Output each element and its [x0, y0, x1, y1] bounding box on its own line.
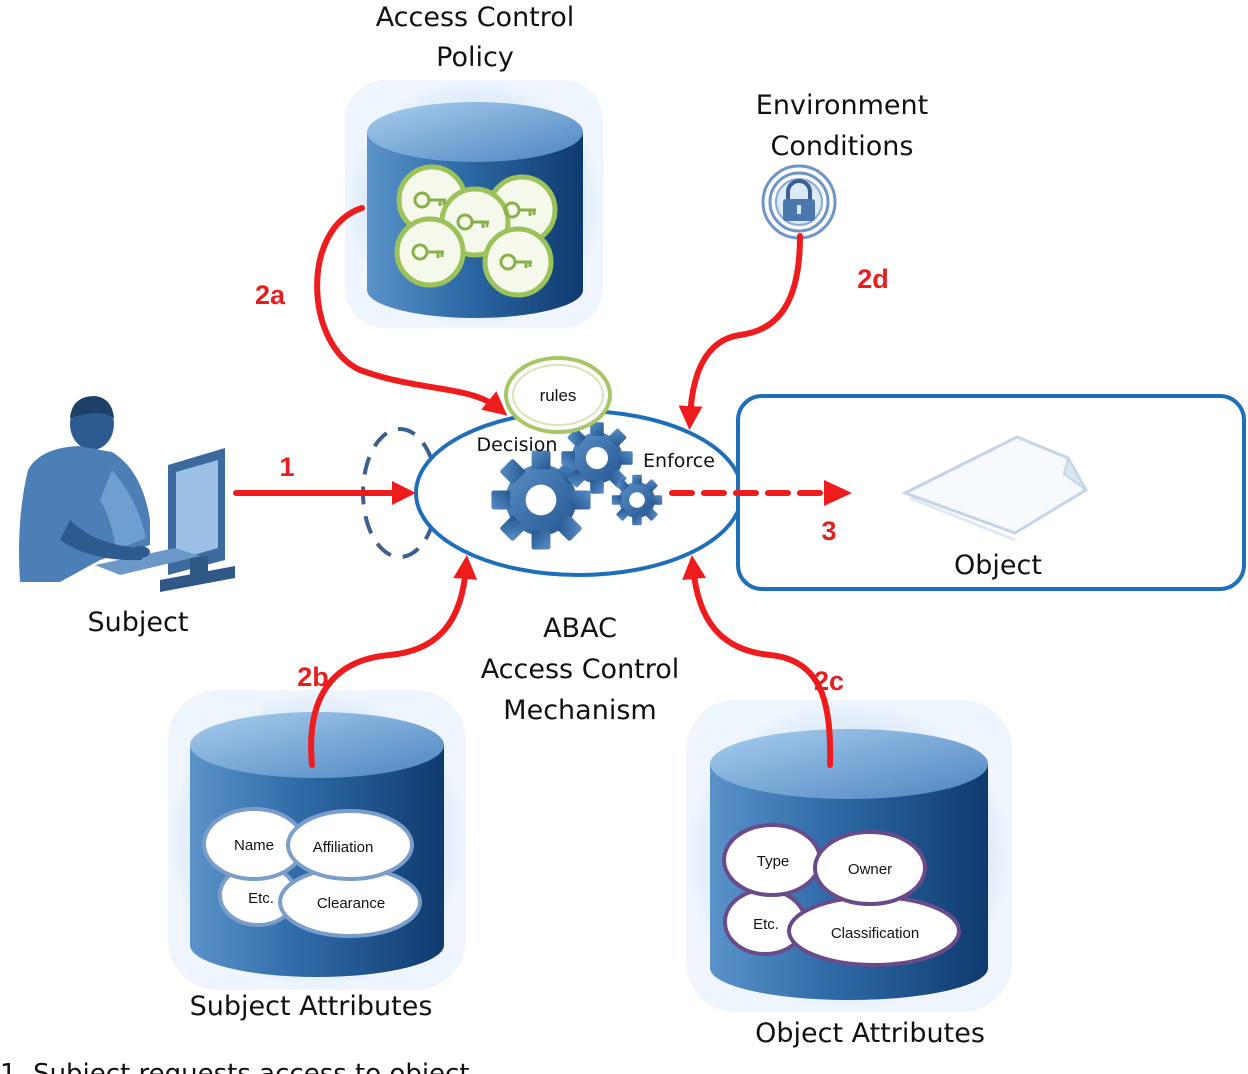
env-label-line1: Environment	[756, 90, 928, 121]
object-attr-type: Type	[757, 853, 790, 870]
step-3-label: 3	[821, 516, 836, 546]
step-2c-label: 2c	[814, 666, 844, 696]
arrow-step-2c	[682, 555, 834, 768]
mechanism-label-line3: Mechanism	[503, 695, 656, 726]
subject-attr-name: Name	[234, 837, 274, 854]
arrow-step-2d	[678, 233, 803, 430]
object-attr-classification: Classification	[831, 925, 919, 942]
policy-database	[345, 80, 603, 328]
document-icon	[901, 435, 1089, 542]
subject-attributes-label: Subject Attributes	[190, 991, 433, 1022]
env-label-line2: Conditions	[771, 131, 914, 162]
mechanism-label-line2: Access Control	[481, 654, 680, 685]
subject-attributes-database	[168, 690, 466, 990]
step-2a-label: 2a	[255, 280, 286, 310]
policy-label-line2: Policy	[436, 42, 514, 73]
enforce-label: Enforce	[643, 450, 715, 472]
object-attr-etc: Etc.	[753, 916, 779, 933]
object-label: Object	[954, 550, 1042, 581]
subject-label: Subject	[88, 607, 189, 638]
arrow-step-2b	[308, 555, 478, 768]
step-2d-label: 2d	[857, 264, 889, 294]
subject-attr-affiliation: Affiliation	[313, 839, 374, 856]
object-attributes-label: Object Attributes	[755, 1018, 985, 1049]
policy-label-line1: Access Control	[376, 2, 575, 33]
subject-attr-clearance: Clearance	[317, 895, 385, 912]
rules-database-icon	[394, 164, 558, 298]
object-attr-owner: Owner	[848, 861, 892, 878]
rules-label: rules	[540, 386, 577, 405]
step-2b-label: 2b	[297, 662, 329, 692]
object-attributes-database	[686, 700, 1012, 1012]
subject-attr-etc: Etc.	[248, 890, 274, 907]
person-at-computer-icon	[19, 396, 235, 592]
arrow-step-2a	[314, 205, 508, 416]
padlock-icon	[761, 164, 837, 240]
mechanism-label-line1: ABAC	[543, 613, 617, 644]
footer-caption: 1. Subject requests access to object	[0, 1059, 470, 1074]
arrow-step-3-head	[824, 480, 852, 506]
step-1-label: 1	[279, 452, 294, 482]
decision-label: Decision	[477, 434, 558, 456]
